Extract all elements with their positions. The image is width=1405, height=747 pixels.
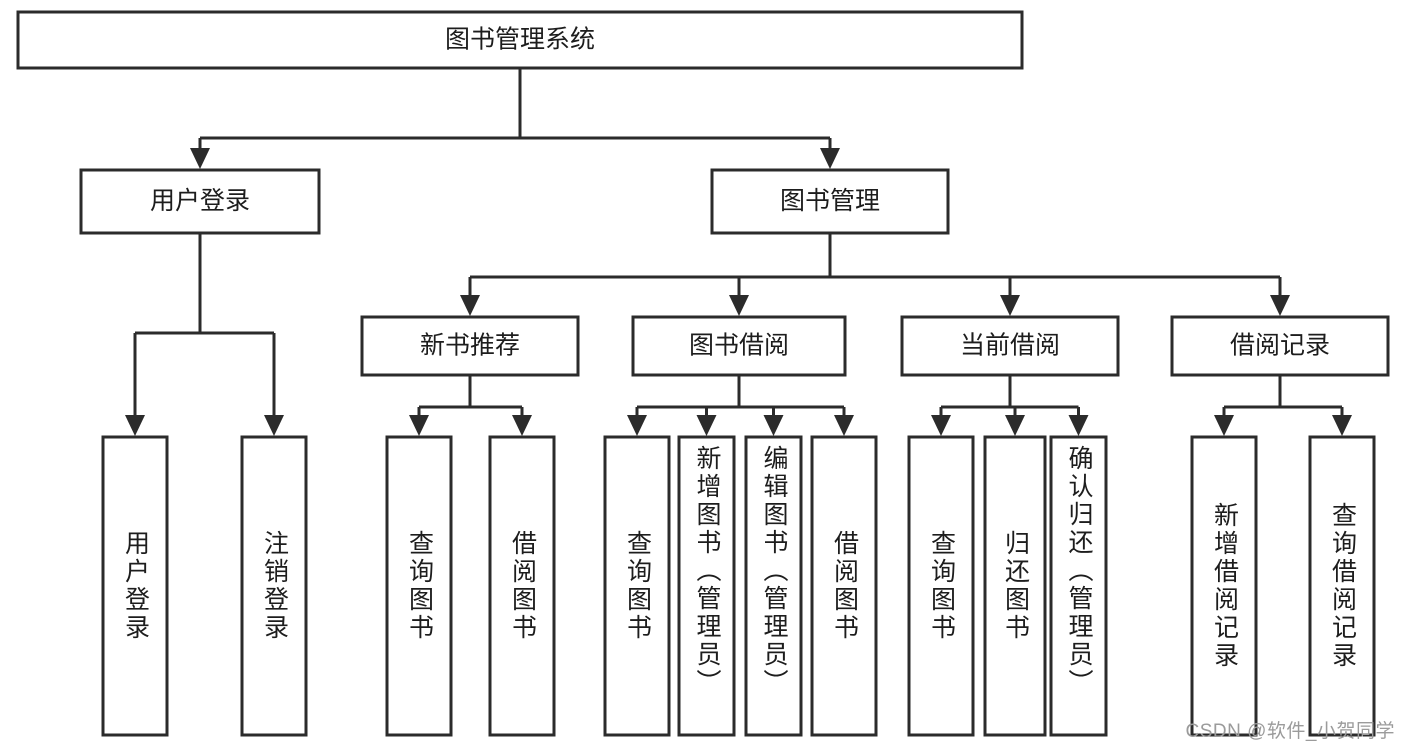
node-box-leaf-add-record[interactable]	[1190, 435, 1258, 737]
node-label-new-book-rec: 新书推荐	[420, 332, 520, 360]
arrow-head-icon	[264, 415, 284, 436]
connector-group-borrow-record	[1214, 375, 1352, 436]
connector-group-book-manage	[460, 233, 1290, 316]
connector-group-root	[190, 68, 840, 169]
arrow-head-icon	[409, 415, 429, 436]
node-label-book-borrow: 图书借阅	[689, 332, 789, 360]
node-box-leaf-borrow-book-2[interactable]	[810, 435, 878, 737]
connector-group-user-login	[125, 233, 284, 436]
node-box-user-login[interactable]	[79, 168, 321, 235]
node-box-leaf-borrow-book-1[interactable]	[488, 435, 556, 737]
arrow-head-icon	[1332, 415, 1352, 436]
node-box-leaf-confirm-return[interactable]	[1049, 435, 1108, 737]
node-box-borrow-record[interactable]	[1170, 315, 1390, 377]
node-box-leaf-add-book[interactable]	[677, 435, 736, 737]
node-box-current-borrow[interactable]	[900, 315, 1120, 377]
connector-group-book-borrow	[627, 375, 854, 436]
node-box-new-book-rec[interactable]	[360, 315, 580, 377]
arrow-head-icon	[125, 415, 145, 436]
arrow-head-icon	[1068, 415, 1089, 436]
node-label-current-borrow: 当前借阅	[960, 332, 1060, 360]
node-box-layer	[16, 10, 1390, 737]
node-box-book-manage[interactable]	[710, 168, 950, 235]
arrow-head-icon	[1214, 415, 1234, 436]
arrow-head-icon	[460, 295, 480, 316]
node-label-root: 图书管理系统	[445, 26, 595, 54]
node-box-leaf-query-book-2[interactable]	[603, 435, 671, 737]
node-box-leaf-query-book-1[interactable]	[385, 435, 453, 737]
arrow-head-icon	[931, 415, 951, 436]
arrow-head-icon	[1270, 295, 1290, 316]
node-box-leaf-user-login[interactable]	[101, 435, 169, 737]
arrow-head-icon	[834, 415, 854, 436]
node-label-book-manage: 图书管理	[780, 187, 880, 215]
node-box-leaf-query-book-3[interactable]	[907, 435, 975, 737]
arrow-head-icon	[627, 415, 647, 436]
watermark-text: CSDN @软件_小贺同学	[1185, 721, 1395, 742]
node-box-book-borrow[interactable]	[631, 315, 847, 377]
node-box-root[interactable]	[16, 10, 1024, 70]
node-box-leaf-return-book[interactable]	[983, 435, 1047, 737]
arrow-head-icon	[1005, 415, 1025, 436]
connector-group-new-book-rec	[409, 375, 532, 436]
node-label-user-login: 用户登录	[150, 187, 250, 215]
node-box-leaf-edit-book[interactable]	[744, 435, 803, 737]
arrow-head-icon	[190, 148, 210, 169]
arrow-head-icon	[763, 415, 784, 436]
node-box-leaf-query-record[interactable]	[1308, 435, 1376, 737]
arrow-head-icon	[729, 295, 749, 316]
arrow-head-icon	[512, 415, 532, 436]
connector-layer	[125, 68, 1352, 436]
arrow-head-icon	[1000, 295, 1020, 316]
arrow-head-icon	[696, 415, 717, 436]
connector-group-current-borrow	[931, 375, 1089, 436]
node-label-borrow-record: 借阅记录	[1230, 332, 1330, 360]
node-box-leaf-logout[interactable]	[240, 435, 308, 737]
arrow-head-icon	[820, 148, 840, 169]
